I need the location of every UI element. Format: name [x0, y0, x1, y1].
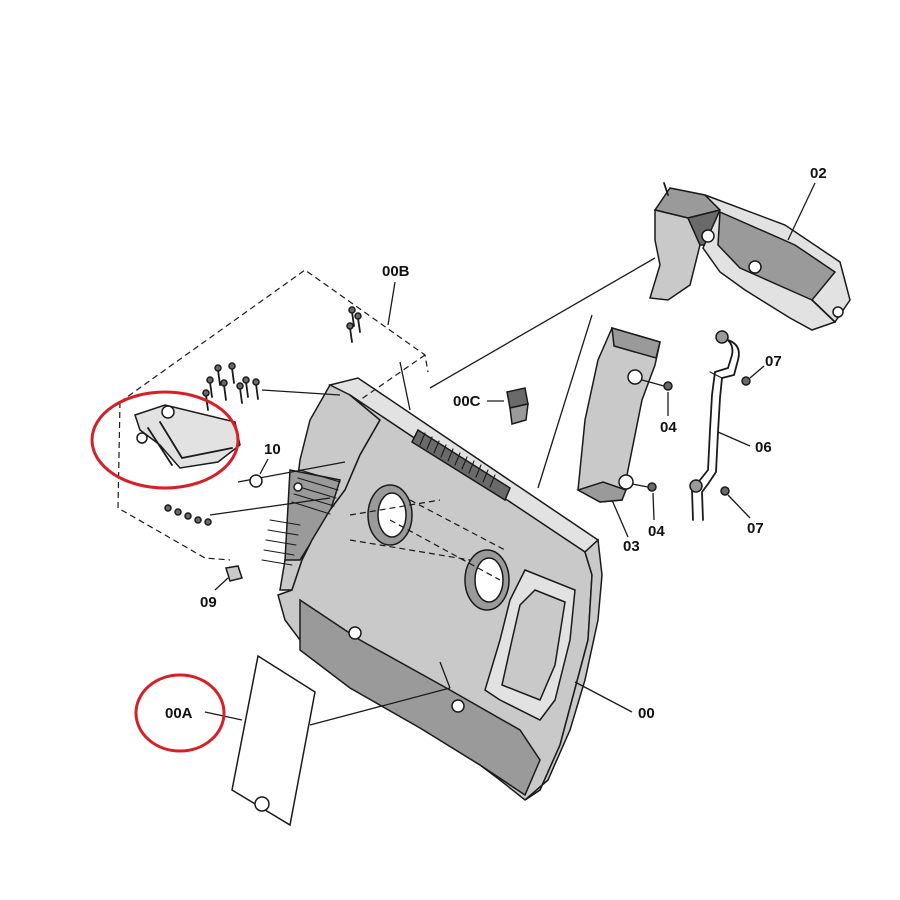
part-03-pillar-panel — [576, 326, 661, 503]
hole-icon — [748, 260, 762, 274]
label-03: 03 — [623, 538, 640, 555]
label-09: 09 — [200, 594, 217, 611]
hole-icon — [832, 306, 844, 318]
label-10: 10 — [264, 441, 281, 458]
label-00A: 00A — [165, 705, 193, 722]
screw-07-upper — [741, 376, 751, 386]
screw-07-lower — [720, 486, 730, 496]
label-00: 00 — [638, 705, 655, 722]
part-00B-kit — [117, 269, 429, 561]
highlight-circle-bracket — [90, 390, 240, 490]
label-00C: 00C — [453, 393, 481, 410]
part-09-cap — [225, 565, 243, 582]
label-07-lower: 07 — [747, 520, 764, 537]
label-04-lower: 04 — [648, 523, 665, 540]
part-06-handle — [689, 330, 740, 521]
hole-icon — [293, 482, 303, 492]
part-00A-plate — [231, 654, 316, 827]
part-10-grommet — [249, 474, 263, 488]
hole-icon — [348, 626, 362, 640]
screw-04-upper — [641, 379, 673, 391]
screw-set-icon — [346, 306, 362, 343]
screw-set-icon — [202, 362, 260, 411]
hole-icon — [618, 474, 634, 490]
label-00B: 00B — [382, 263, 410, 280]
screw-04-lower — [631, 482, 657, 492]
highlight-circle-00A — [134, 673, 226, 753]
hole-icon — [701, 229, 715, 243]
hole-icon — [451, 699, 465, 713]
part-02-cover — [649, 182, 851, 331]
label-06: 06 — [755, 439, 772, 456]
label-07-upper: 07 — [765, 353, 782, 370]
hole-icon — [627, 369, 643, 385]
label-02: 02 — [810, 165, 827, 182]
part-00C-block — [506, 387, 529, 425]
part-00-main-panel — [261, 377, 603, 801]
label-04-upper: 04 — [660, 419, 677, 436]
